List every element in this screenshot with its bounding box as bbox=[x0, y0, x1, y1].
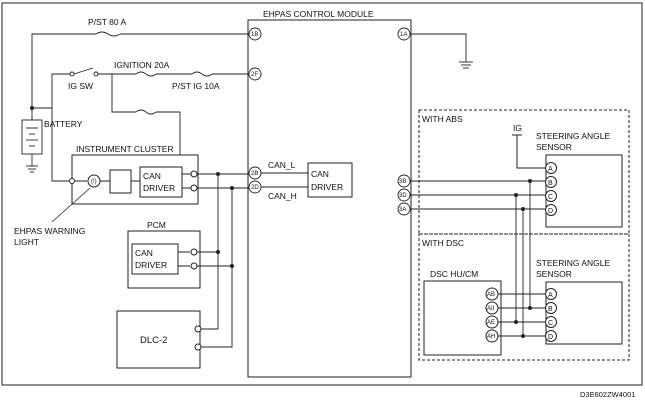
dsc-pin-ab: AB bbox=[487, 292, 495, 298]
dlc2-label: DLC-2 bbox=[140, 335, 167, 346]
with-abs-label: WITH ABS bbox=[422, 114, 463, 124]
dsc-pin-aii: AII bbox=[487, 306, 495, 312]
figure-code: D3E602ZW4001 bbox=[580, 390, 635, 399]
can-bus-right-junctions bbox=[514, 179, 532, 338]
ig-label: IG bbox=[513, 123, 522, 133]
abs-sensor-label-1: STEERING ANGLE bbox=[536, 131, 610, 141]
fuse-pstig10-label: P/ST IG 10A bbox=[172, 81, 220, 91]
dsc-pin-d: D bbox=[548, 334, 553, 341]
dsc-pin-c: C bbox=[548, 320, 553, 327]
battery-dot bbox=[30, 106, 34, 110]
warning-light-label-1: EHPAS WARNING bbox=[14, 226, 85, 236]
pin-3b: 3B bbox=[399, 179, 406, 185]
pcm-label: PCM bbox=[147, 220, 166, 230]
pin-1a: 1A bbox=[400, 32, 407, 38]
pin-1b: 1B bbox=[251, 32, 258, 38]
dsc-hu-cm: DSC HU/CM AB AII AE AH bbox=[423, 269, 502, 356]
dlc-2: DLC-2 bbox=[116, 310, 202, 369]
power-supply-wiring bbox=[21, 31, 473, 173]
fuse-ign20-label: IGNITION 20A bbox=[114, 60, 170, 70]
cluster-ground-wire bbox=[51, 108, 70, 182]
can-h-label: CAN_H bbox=[268, 191, 297, 201]
cluster-can-label: CAN bbox=[143, 171, 161, 181]
with-abs-region bbox=[418, 109, 630, 235]
dsc-sensor-label-1: STEERING ANGLE bbox=[536, 258, 610, 268]
with-dsc-label: WITH DSC bbox=[422, 238, 464, 248]
diagram-frame bbox=[1, 2, 643, 386]
pin-2f: 2F bbox=[251, 72, 258, 78]
can-bus-left bbox=[197, 173, 249, 348]
abs-pin-d: D bbox=[548, 208, 553, 215]
can-l-label: CAN_L bbox=[268, 160, 296, 170]
abs-pin-c: C bbox=[548, 194, 553, 201]
abs-steering-angle-sensor: STEERING ANGLE SENSOR IG A B C D bbox=[512, 123, 623, 228]
module-can-label: CAN bbox=[311, 169, 329, 179]
pin-3a: 3A bbox=[399, 207, 406, 213]
dsc-hucm-label: DSC HU/CM bbox=[430, 269, 478, 279]
ig-sw-label: IG SW bbox=[68, 81, 93, 91]
warning-light-label-2: LIGHT bbox=[14, 237, 39, 247]
can-bus-left-junctions bbox=[216, 172, 234, 268]
pin-3d: 3D bbox=[399, 193, 407, 199]
abs-sensor-label-2: SENSOR bbox=[536, 142, 572, 152]
module-can-driver: CAN DRIVER CAN_L CAN_H bbox=[261, 160, 353, 201]
pin-2d: 2D bbox=[251, 185, 259, 191]
warning-light-pointer bbox=[51, 187, 91, 223]
abs-pin-a: A bbox=[548, 166, 553, 173]
ehpas-control-module: EHPAS CONTROL MODULE bbox=[247, 9, 412, 378]
battery-label: BATTERY bbox=[44, 119, 83, 129]
can-bus-right bbox=[410, 180, 545, 337]
dsc-pin-b: B bbox=[548, 306, 553, 313]
with-dsc-region bbox=[418, 233, 630, 361]
pcm: PCM CAN DRIVER bbox=[127, 220, 201, 289]
cluster-driver-label: DRIVER bbox=[143, 183, 175, 193]
instrument-cluster-label: INSTRUMENT CLUSTER bbox=[76, 144, 174, 154]
module-pin-labels: 1B 2F 2B 2D 1A 3B 3D 3A bbox=[251, 32, 407, 213]
dsc-sensor-label-2: SENSOR bbox=[536, 269, 572, 279]
warning-lamp-symbol: (!) bbox=[91, 179, 97, 185]
dsc-pin-a: A bbox=[548, 292, 553, 299]
dsc-steering-angle-sensor: STEERING ANGLE SENSOR A B C D bbox=[536, 258, 623, 345]
module-title: EHPAS CONTROL MODULE bbox=[263, 9, 374, 19]
fuse-pst80-label: P/ST 80 A bbox=[88, 17, 126, 27]
pcm-can-label: CAN bbox=[135, 248, 153, 258]
dsc-pin-ah: AH bbox=[487, 334, 495, 340]
abs-pin-b: B bbox=[548, 180, 553, 187]
pcm-driver-label: DRIVER bbox=[135, 260, 167, 270]
pin-2b: 2B bbox=[251, 171, 258, 177]
dsc-pin-ae: AE bbox=[487, 320, 495, 326]
instrument-cluster: INSTRUMENT CLUSTER (!) CAN DRIVER bbox=[69, 144, 199, 205]
module-driver-label: DRIVER bbox=[311, 182, 343, 192]
